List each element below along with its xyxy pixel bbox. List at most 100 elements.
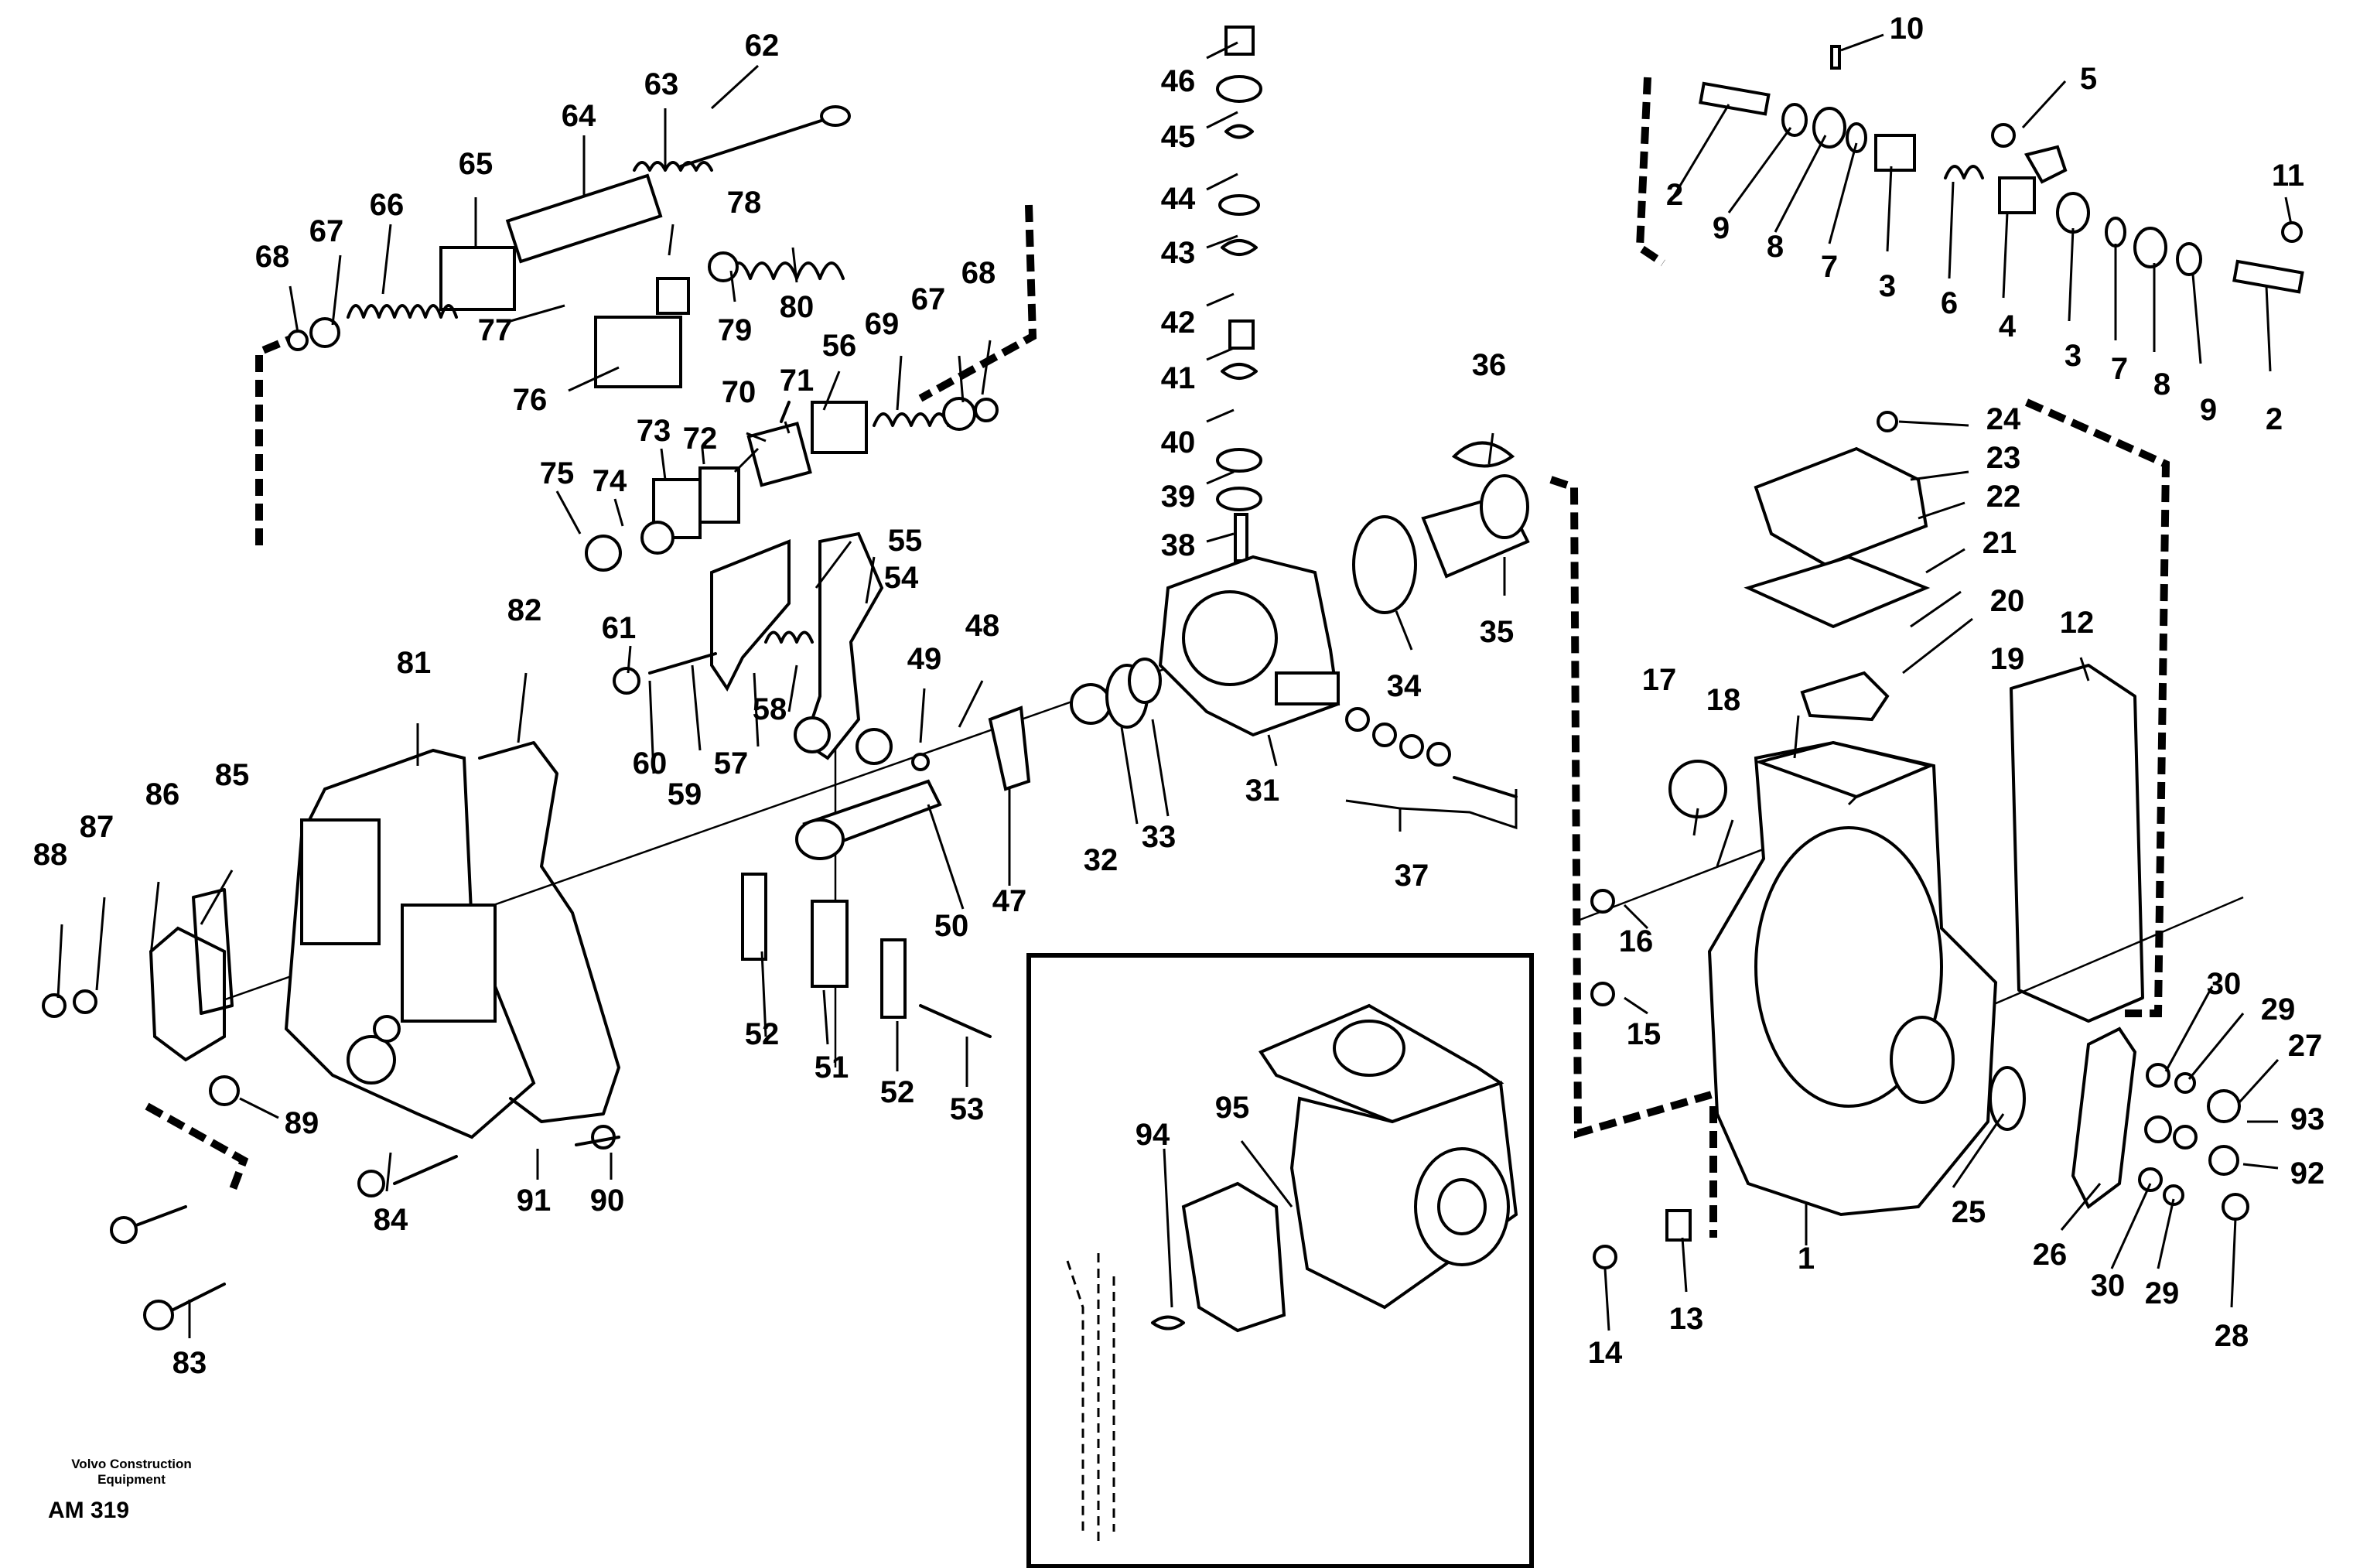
company-name: Volvo Construction — [71, 1457, 192, 1471]
part-label-58: 58 — [753, 692, 787, 726]
part-label-72: 72 — [683, 422, 718, 456]
part-label-64: 64 — [562, 99, 596, 133]
part-label-3b: 3 — [2065, 339, 2082, 373]
part-label-89: 89 — [285, 1106, 319, 1140]
part-label-71: 71 — [780, 364, 815, 398]
part-label-20: 20 — [1990, 584, 2025, 618]
inset-detail — [1026, 953, 1534, 1568]
part-label-9: 9 — [1713, 211, 1730, 245]
part-label-41: 41 — [1161, 361, 1196, 395]
part-label-13: 13 — [1669, 1302, 1704, 1336]
part-label-95: 95 — [1215, 1091, 1250, 1125]
part-label-18: 18 — [1706, 683, 1741, 717]
part-label-26: 26 — [2033, 1238, 2068, 1272]
part-label-44: 44 — [1161, 182, 1196, 216]
part-label-93: 93 — [2290, 1102, 2325, 1136]
part-label-55: 55 — [888, 524, 923, 558]
part-label-34: 34 — [1387, 669, 1422, 703]
part-label-91: 91 — [517, 1184, 552, 1218]
part-label-30b: 30 — [2091, 1269, 2126, 1303]
shaft-group-frame — [1635, 77, 2170, 1017]
drive-shaft-parts — [1699, 45, 2304, 294]
part-label-38: 38 — [1161, 528, 1196, 562]
governor-parts — [287, 105, 999, 572]
part-label-66: 66 — [370, 188, 405, 222]
part-label-54: 54 — [884, 561, 919, 595]
part-label-10: 10 — [1890, 12, 1924, 46]
part-label-39: 39 — [1161, 480, 1196, 514]
lever-parts — [613, 531, 1155, 1038]
part-label-69: 69 — [865, 307, 900, 341]
part-label-8: 8 — [1767, 230, 1784, 264]
part-label-75: 75 — [540, 456, 575, 490]
part-label-82: 82 — [507, 593, 542, 627]
part-label-31: 31 — [1245, 774, 1280, 808]
part-label-33: 33 — [1142, 820, 1177, 854]
figure-code: AM 319 — [48, 1498, 129, 1523]
part-label-2b: 2 — [2266, 402, 2283, 436]
part-label-49: 49 — [907, 642, 942, 676]
part-label-17: 17 — [1642, 663, 1677, 697]
part-label-59: 59 — [668, 777, 702, 811]
part-label-46: 46 — [1161, 64, 1196, 98]
part-label-67b: 67 — [911, 282, 946, 316]
company-subname: Equipment — [97, 1472, 166, 1487]
part-label-50: 50 — [934, 909, 969, 943]
part-label-1: 1 — [1798, 1242, 1815, 1276]
footer: Volvo Construction Equipment AM 319 — [48, 1457, 192, 1523]
part-label-4: 4 — [1999, 309, 2017, 343]
part-label-23: 23 — [1986, 441, 2021, 475]
part-label-29: 29 — [2261, 992, 2296, 1027]
housing-group-frame — [1549, 476, 1726, 1238]
main-housing — [1590, 411, 2249, 1269]
part-label-19: 19 — [1990, 642, 2025, 676]
part-label-32: 32 — [1084, 843, 1118, 877]
part-label-74: 74 — [593, 464, 627, 498]
part-label-56: 56 — [822, 329, 857, 363]
part-label-9b: 9 — [2200, 393, 2217, 427]
part-label-15: 15 — [1627, 1017, 1662, 1051]
part-label-81: 81 — [397, 646, 432, 680]
part-label-8b: 8 — [2153, 367, 2170, 401]
part-label-67: 67 — [309, 214, 344, 248]
part-label-92: 92 — [2290, 1156, 2325, 1191]
part-label-14: 14 — [1588, 1336, 1623, 1370]
part-label-90: 90 — [590, 1184, 625, 1218]
part-label-63: 63 — [644, 67, 679, 101]
part-label-28: 28 — [2215, 1319, 2249, 1353]
part-label-60: 60 — [633, 746, 668, 781]
part-label-83: 83 — [172, 1346, 207, 1380]
part-label-7b: 7 — [2111, 352, 2128, 386]
part-label-36: 36 — [1472, 348, 1507, 382]
part-label-68b: 68 — [961, 256, 996, 290]
part-label-42: 42 — [1161, 306, 1196, 340]
part-label-79: 79 — [718, 313, 753, 347]
part-label-77: 77 — [478, 313, 513, 347]
part-label-35: 35 — [1480, 615, 1515, 649]
part-label-25: 25 — [1952, 1195, 1986, 1229]
part-label-52b: 52 — [880, 1075, 915, 1109]
part-label-27: 27 — [2288, 1029, 2323, 1063]
part-label-57: 57 — [714, 746, 749, 781]
part-label-7: 7 — [1821, 250, 1838, 284]
part-label-94: 94 — [1136, 1118, 1170, 1152]
lower-dash — [145, 1102, 249, 1193]
part-label-62: 62 — [745, 29, 780, 63]
part-label-80: 80 — [780, 290, 815, 324]
part-label-5: 5 — [2080, 62, 2097, 96]
part-label-65: 65 — [459, 147, 494, 181]
valve-stack — [1216, 26, 1262, 562]
part-label-43: 43 — [1161, 236, 1196, 270]
part-label-51: 51 — [815, 1050, 849, 1085]
part-label-6: 6 — [1941, 286, 1958, 320]
part-label-2: 2 — [1666, 178, 1683, 212]
part-label-45: 45 — [1161, 120, 1196, 154]
part-label-86: 86 — [145, 777, 180, 811]
part-label-85: 85 — [215, 758, 250, 792]
part-label-24: 24 — [1986, 402, 2021, 436]
part-label-48: 48 — [965, 609, 1000, 643]
part-label-68: 68 — [255, 240, 290, 274]
part-label-52: 52 — [745, 1017, 780, 1051]
part-label-21: 21 — [1983, 526, 2017, 560]
